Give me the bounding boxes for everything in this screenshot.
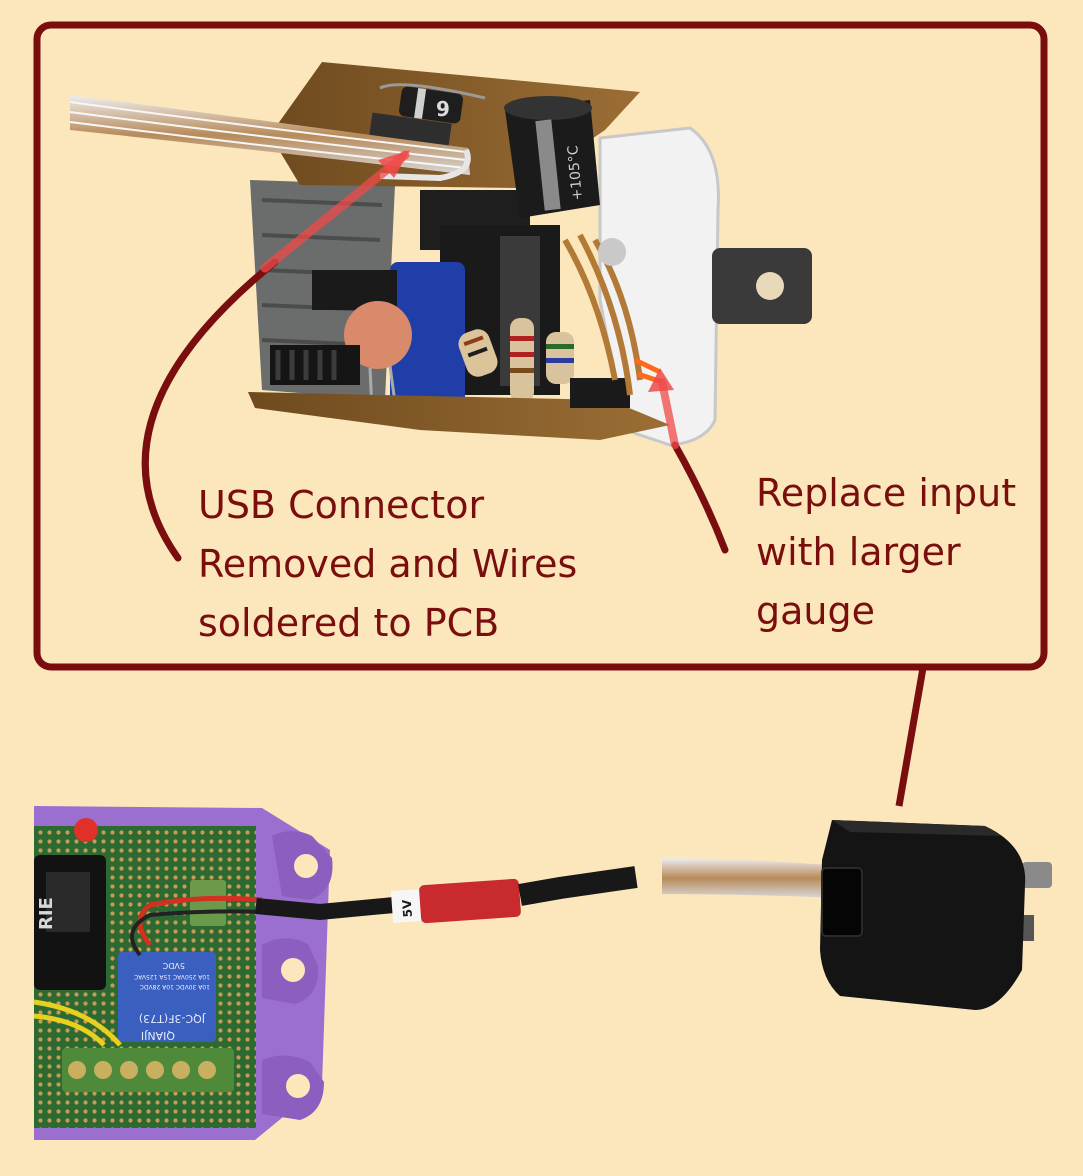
capacitor-rating: +105°C — [565, 144, 586, 201]
replace-callout-arrow — [648, 368, 729, 554]
charger-cable — [662, 858, 840, 898]
output-cable: 5V — [255, 866, 638, 924]
wifi-module: RIE — [34, 855, 106, 990]
black-charger — [820, 820, 1052, 1010]
replace-input-callout: Replace input with larger gauge — [756, 471, 1017, 633]
charger-internals-photo: +105°C 9 — [69, 62, 812, 447]
usb-port — [821, 867, 863, 937]
relay-rating-2: 10A 30VDC 10A 28VDC — [140, 983, 210, 990]
cable-tag: 5V — [400, 898, 415, 917]
blue-component — [390, 262, 465, 410]
electrolytic-capacitor: +105°C — [504, 96, 600, 218]
ceramic-capacitor — [344, 301, 412, 369]
terminal-block — [62, 1048, 234, 1092]
usb-connector-callout: USB Connector Removed and Wires soldered… — [198, 483, 578, 645]
header-pins — [270, 345, 360, 385]
small-terminal-block — [190, 880, 226, 926]
relay-brand: QIANJI — [141, 1029, 175, 1042]
module-marking: RIE — [36, 897, 57, 930]
red-connector — [419, 878, 521, 924]
diode: 9 — [379, 83, 486, 124]
yellow-wires — [33, 999, 122, 1047]
relay-coil: 5VDC — [162, 961, 185, 970]
metal-prong — [712, 248, 812, 324]
frame-connector-line — [895, 667, 927, 807]
resistors — [458, 318, 574, 402]
usb-callout-arrow — [141, 150, 410, 562]
relay: QIANJI JQC-3F(T73) 5VDC 10A 250VAC 15A 1… — [118, 952, 216, 1042]
bottom-pcb — [248, 392, 670, 440]
callout-frame — [33, 21, 1048, 671]
relay-rating-1: 10A 250VAC 15A 125VAC — [134, 973, 210, 980]
relay-model: JQC-3F(T73) — [139, 1012, 206, 1025]
diode-marking: 9 — [436, 97, 450, 121]
red-led — [74, 818, 98, 842]
